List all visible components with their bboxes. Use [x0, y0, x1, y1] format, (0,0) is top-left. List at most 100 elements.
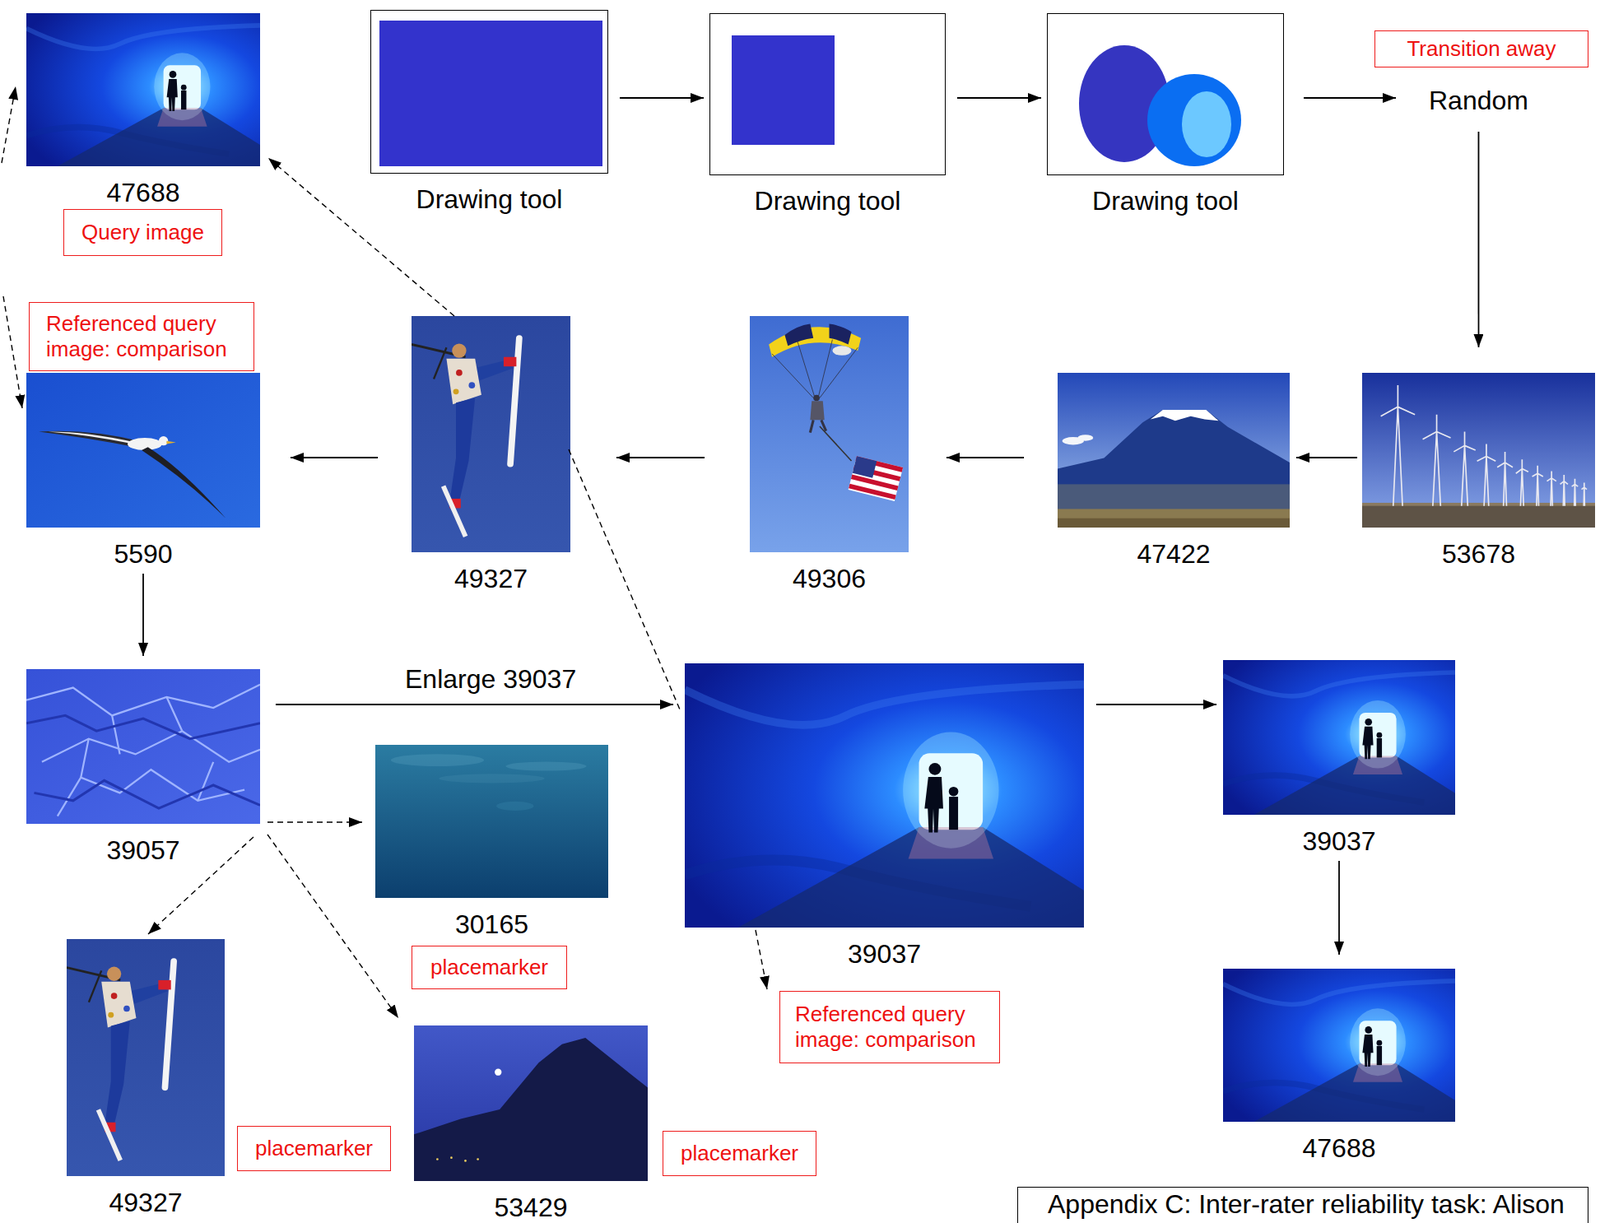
image-number: 47688	[1223, 1133, 1456, 1163]
photo	[1362, 372, 1596, 528]
photo-tile: 39037	[1223, 660, 1456, 856]
photo	[749, 316, 909, 553]
note-box: Referenced query image: comparison	[779, 990, 1000, 1064]
photo	[26, 372, 261, 528]
note-text: Query image	[70, 219, 215, 246]
note-text: Transition away	[1381, 36, 1582, 62]
note-box: placemarker	[662, 1130, 817, 1177]
flow-arrow	[946, 456, 1024, 459]
drawing-tool-box: Drawing tool	[709, 13, 946, 216]
image-number: 30165	[375, 909, 609, 940]
note-box: Referenced query image: comparison	[28, 302, 255, 372]
photo	[66, 939, 225, 1177]
photo	[26, 13, 261, 167]
caption-box: Appendix C: Inter-rater reliability task…	[1017, 1186, 1589, 1223]
tool-sketch	[731, 35, 835, 145]
photo-tile: 49327	[66, 939, 225, 1218]
photo-tile: 5590	[26, 372, 261, 569]
photo	[1057, 372, 1290, 528]
photo-tile: 53429	[413, 1025, 648, 1223]
dashed-arrow	[268, 158, 455, 317]
note-text: placemarker	[244, 1135, 384, 1162]
tool-label: Drawing tool	[1046, 186, 1284, 216]
photo	[684, 663, 1084, 928]
photo-tile: 53678	[1362, 372, 1596, 569]
photo-tile: 49327	[411, 316, 571, 594]
image-number: 47688	[26, 177, 261, 208]
photo-frame	[66, 939, 225, 1177]
photo-frame	[1223, 968, 1456, 1122]
photo-frame	[375, 744, 609, 898]
photo-tile: 47688	[26, 13, 261, 208]
flow-arrow	[1338, 860, 1340, 955]
photo-tile: 47688	[1223, 968, 1456, 1163]
flow-arrow	[616, 456, 705, 459]
edge-label: Enlarge 39037	[402, 664, 579, 694]
photo-frame	[1057, 372, 1290, 528]
tool-frame	[1046, 13, 1284, 176]
note-text: Referenced query image: comparison	[795, 1001, 991, 1053]
image-number: 49327	[66, 1187, 225, 1218]
photo-frame	[749, 316, 909, 553]
photo	[1223, 660, 1456, 815]
note-text: placemarker	[418, 954, 560, 981]
image-number: 49327	[411, 563, 571, 594]
image-number: 47422	[1057, 539, 1290, 569]
photo-frame	[411, 316, 571, 553]
image-number: 39037	[684, 939, 1084, 969]
note-text: placemarker	[669, 1140, 810, 1167]
note-box: placemarker	[411, 945, 568, 990]
flow-arrow	[142, 573, 145, 656]
photo-frame	[26, 13, 261, 167]
flow-arrow	[1096, 703, 1217, 706]
tool-label: Drawing tool	[370, 184, 609, 214]
photo-frame	[26, 372, 261, 528]
flow-arrow	[290, 456, 378, 459]
image-number: 5590	[26, 539, 261, 569]
note-box: Query image	[63, 209, 223, 256]
photo	[26, 669, 261, 824]
step-text: Random	[1428, 85, 1529, 116]
tool-label: Drawing tool	[709, 186, 946, 216]
image-number: 53429	[413, 1192, 648, 1223]
tool-frame	[709, 13, 946, 176]
step-label: Random	[1428, 85, 1529, 116]
leader-arrow	[1, 86, 16, 163]
photo	[413, 1025, 648, 1182]
note-box: Transition away	[1374, 30, 1589, 68]
leader-arrow	[3, 296, 23, 409]
photo	[375, 744, 609, 898]
image-number: 39037	[1223, 826, 1456, 856]
tool-sketch	[379, 20, 603, 167]
photo-tile: 49306	[749, 316, 909, 594]
photo	[411, 316, 571, 553]
dashed-arrow	[267, 834, 399, 1019]
dashed-arrow	[755, 930, 768, 990]
tool-sketch	[1079, 45, 1242, 167]
image-number: 49306	[749, 563, 909, 594]
caption-text: Appendix C: Inter-rater reliability task…	[1047, 1190, 1565, 1219]
dashed-arrow	[568, 449, 680, 710]
drawing-tool-box: Drawing tool	[370, 9, 609, 214]
flow-arrow	[1478, 131, 1480, 348]
photo-tile: 39057	[26, 669, 261, 866]
flow-arrow	[1296, 456, 1358, 459]
photo-frame	[1362, 372, 1596, 528]
photo	[1223, 968, 1456, 1122]
photo-tile: 47422	[1057, 372, 1290, 569]
tool-frame	[370, 9, 609, 174]
photo-frame	[26, 669, 261, 824]
flow-arrow	[957, 97, 1042, 99]
photo-tile: 39037	[684, 663, 1084, 969]
dashed-arrow	[267, 821, 363, 823]
flow-arrow	[1303, 97, 1396, 99]
note-text: Referenced query image: comparison	[46, 311, 246, 363]
flow-arrow	[275, 703, 674, 706]
flow-arrow	[619, 97, 704, 99]
image-number: 39057	[26, 835, 261, 866]
photo-frame	[1223, 660, 1456, 815]
photo-frame	[413, 1025, 648, 1182]
photo-tile: 30165	[375, 744, 609, 940]
